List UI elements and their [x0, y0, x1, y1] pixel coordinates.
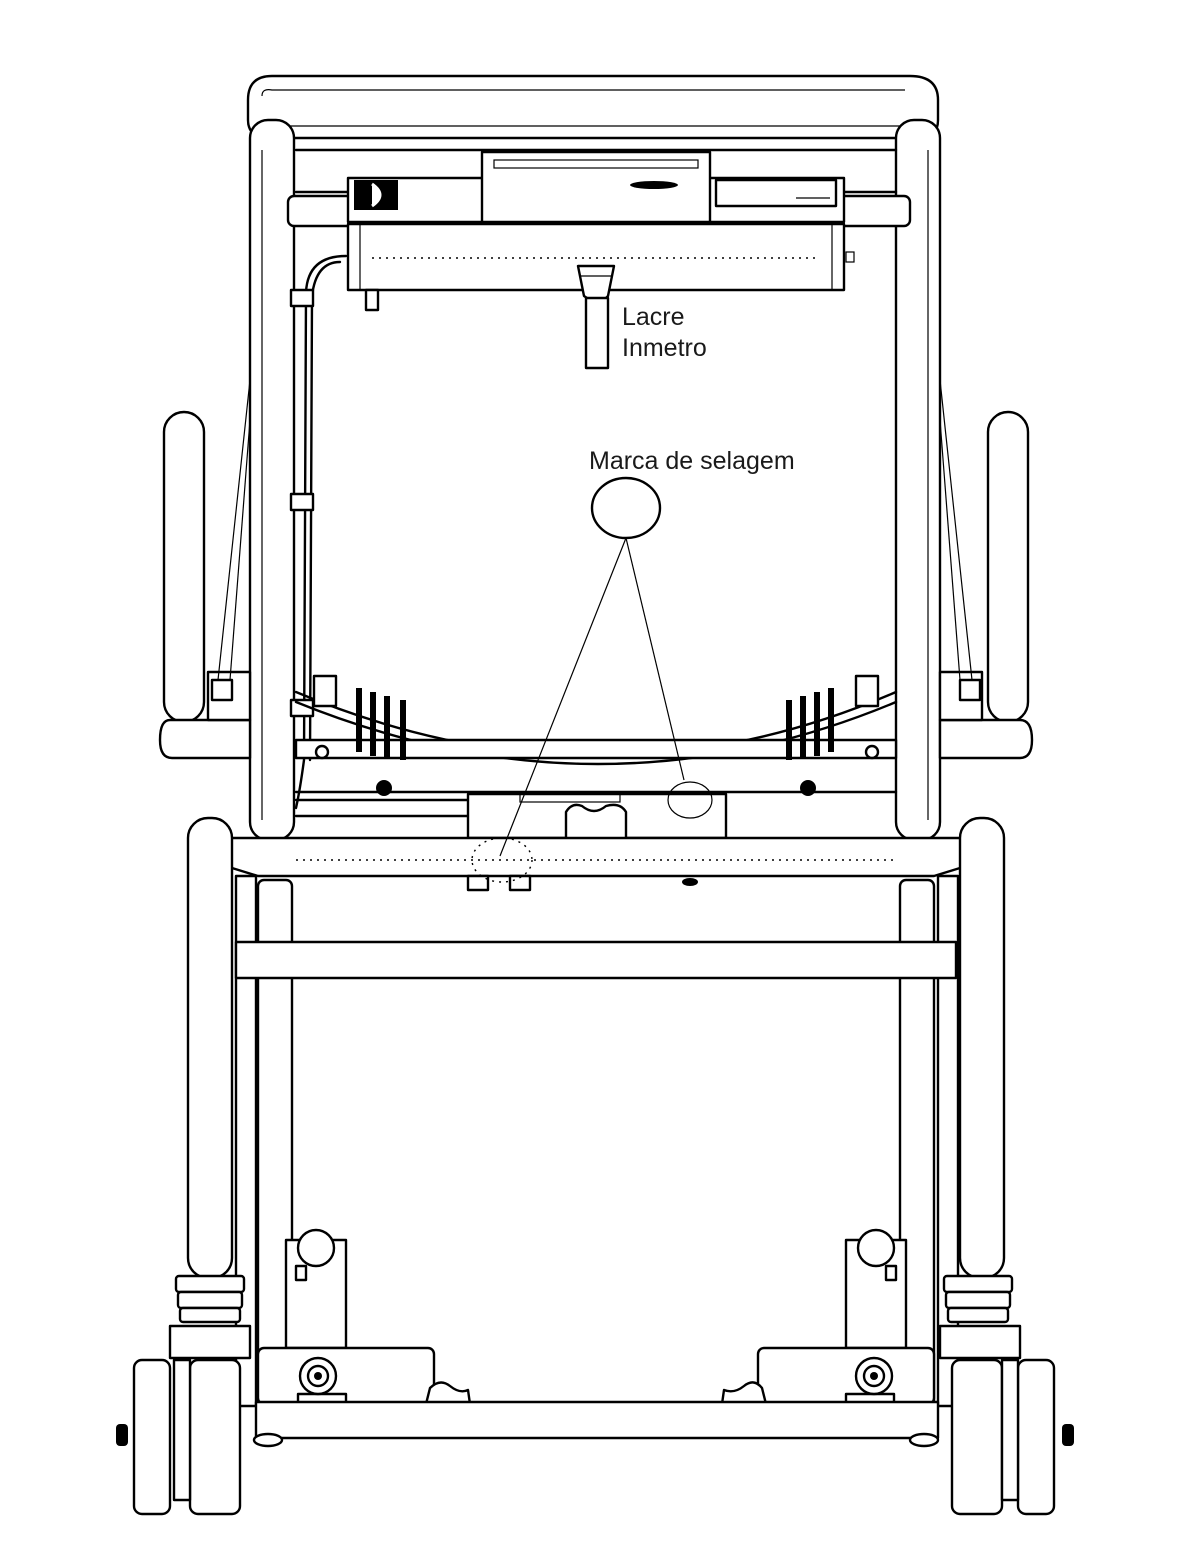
load-cell	[466, 781, 728, 865]
springs-right	[786, 674, 880, 760]
display-unit	[286, 150, 912, 228]
marca-selagem-label: Marca de selagem	[589, 447, 795, 475]
top-handle-bar	[246, 74, 940, 140]
lacre-label-line1: Lacre	[622, 303, 685, 331]
seat-platform	[226, 836, 968, 892]
lacre-inmetro-label: Lacre Inmetro	[622, 302, 707, 364]
caster-left	[116, 1274, 252, 1516]
caster-right	[938, 1274, 1074, 1516]
armrest-right	[938, 379, 1034, 760]
back-posts	[248, 118, 942, 842]
cross-bar	[234, 940, 958, 980]
base-bar	[252, 1400, 940, 1448]
springs-left	[312, 674, 406, 760]
front-posts	[186, 816, 1006, 1422]
armrest-left	[158, 379, 252, 760]
cable	[289, 254, 348, 810]
lacre-label-line2: Inmetro	[622, 334, 707, 362]
footrest-left	[256, 1228, 472, 1408]
inmetro-seal	[576, 264, 616, 370]
sealing-mark-callout	[471, 476, 685, 883]
seat-mechanism	[294, 674, 898, 818]
footrest-right	[720, 1228, 936, 1408]
